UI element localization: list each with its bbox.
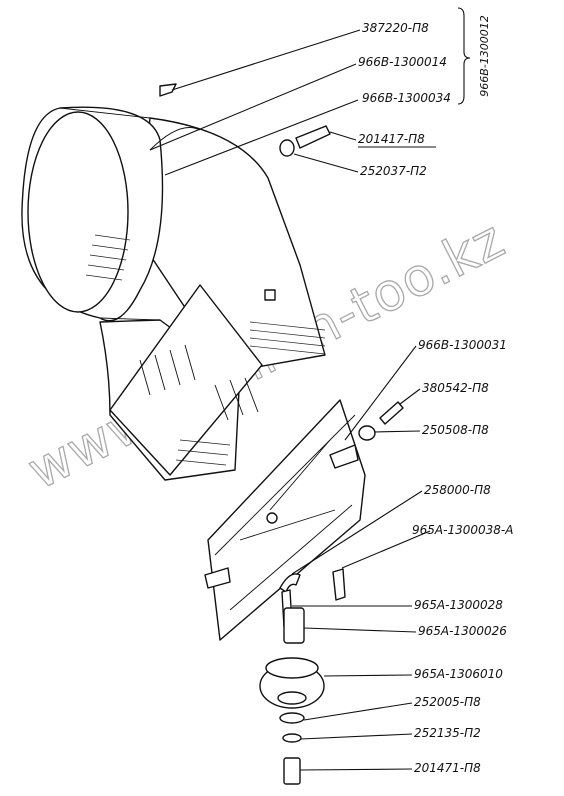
spring-965A-1300038-part xyxy=(332,568,346,601)
label-258000-P8: 258000-П8 xyxy=(424,483,491,497)
sleeve-965A-1300026-part xyxy=(283,607,305,644)
label-387220-P8: 387220-П8 xyxy=(362,21,429,35)
washer-252135-part xyxy=(282,733,302,743)
nut-250508-part xyxy=(358,425,376,441)
label-966B-1300034: 966В-1300034 xyxy=(362,91,451,105)
label-965A-1306010: 965А-1306010 xyxy=(414,667,503,681)
bolt-201471-part xyxy=(283,757,301,785)
pin-258000-part xyxy=(279,573,301,593)
label-965A-1300026: 965А-1300026 xyxy=(418,624,507,638)
mounting-plate-part xyxy=(204,399,366,641)
spring-380542-part xyxy=(379,401,404,425)
group-label: 966В-1300012 xyxy=(478,15,491,97)
rubber-mount-965A-1306010-part xyxy=(259,657,325,709)
bolt-201417-part xyxy=(279,125,331,157)
label-252005-P8: 252005-П8 xyxy=(414,695,481,709)
washer-252005-part xyxy=(279,712,305,724)
label-966B-1300031: 966В-1300031 xyxy=(418,338,507,352)
label-250508-P8: 250508-П8 xyxy=(422,423,489,437)
group-bracket xyxy=(457,7,471,105)
leader-lines xyxy=(149,29,431,771)
label-965A-1300038-A: 965А-1300038-А xyxy=(412,523,513,537)
label-201471-P8: 201471-П8 xyxy=(414,761,481,775)
label-201417-P8: 201417-П8 xyxy=(358,132,425,146)
label-966B-1300014: 966В-1300014 xyxy=(358,55,447,69)
grill-shroud-part xyxy=(21,83,326,481)
label-252135-P2: 252135-П2 xyxy=(414,726,481,740)
label-252037-P2: 252037-П2 xyxy=(360,164,427,178)
label-380542-P8: 380542-П8 xyxy=(422,381,489,395)
label-965A-1300028: 965А-1300028 xyxy=(414,598,503,612)
